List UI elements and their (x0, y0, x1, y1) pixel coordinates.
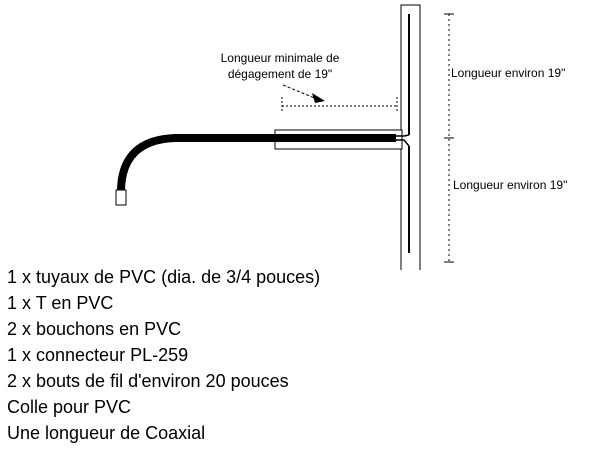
pl259-connector (115, 189, 127, 206)
materials-list-item: Une longueur de Coaxial (7, 423, 206, 443)
antenna-diagram: Longueur minimale de dégagement de 19" L… (115, 4, 567, 270)
lower-length-label: Longueur environ 19" (453, 178, 567, 192)
clearance-arrowhead (312, 93, 325, 103)
clearance-label-line2: dégagement de 19" (228, 67, 332, 81)
materials-list-item: Colle pour PVC (7, 397, 132, 417)
feed-point-wires (396, 134, 410, 147)
upper-length-label: Longueur environ 19" (451, 66, 565, 80)
vertical-pvc-pipe (400, 4, 421, 270)
coaxial-cable (117, 134, 396, 191)
materials-list-item: 1 x T en PVC (7, 293, 114, 313)
materials-list-item: 2 x bouts de fil d'environ 20 pouces (7, 371, 289, 391)
clearance-pointer (282, 84, 318, 100)
materials-list: 1 x tuyaux de PVC (dia. de 3/4 pouces) 1… (7, 264, 320, 446)
materials-list-item: 2 x bouchons en PVC (7, 319, 182, 339)
materials-list-item: 1 x tuyaux de PVC (dia. de 3/4 pouces) (7, 267, 321, 287)
clearance-label-line1: Longueur minimale de (221, 51, 340, 65)
materials-list-item: 1 x connecteur PL-259 (7, 345, 189, 365)
